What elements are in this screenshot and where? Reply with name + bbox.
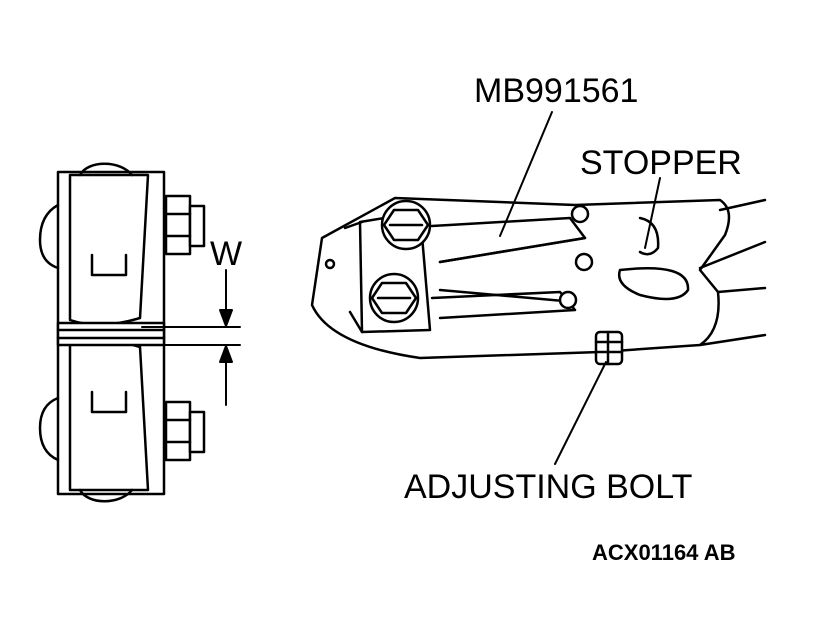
adjusting-bolt-label: ADJUSTING BOLT	[404, 468, 693, 506]
gap-w-label: W	[210, 235, 243, 273]
bracket-edge	[343, 220, 364, 334]
handle-upper-edge2	[698, 240, 767, 270]
pin-middle	[574, 252, 594, 272]
figure-code: ACX01164 AB	[592, 540, 736, 565]
ball-joint-side-view	[38, 162, 206, 503]
upper-cup-top	[78, 162, 134, 177]
upper-bolt-head	[380, 199, 432, 251]
stopper-leader	[644, 177, 661, 249]
lower-nut	[164, 400, 192, 462]
tool-number-label: MB991561	[474, 72, 639, 110]
w-arrow-bottom-head	[219, 345, 233, 363]
upper-cup	[68, 173, 150, 326]
tool-assembly	[310, 196, 767, 366]
lower-bolt-head	[368, 272, 420, 324]
tool-leader	[499, 111, 553, 237]
leader-lines	[499, 111, 661, 465]
lower-cup	[68, 339, 150, 492]
gap-band	[56, 321, 166, 347]
stopper-label: STOPPER	[580, 144, 742, 182]
w-dimension	[141, 269, 241, 406]
pin-upper	[570, 204, 590, 224]
adjusting-bolt	[594, 330, 624, 366]
handle-lower-edge	[716, 286, 767, 294]
stopper-slot	[617, 266, 690, 301]
lower-stud	[188, 410, 206, 454]
handle-upper-edge	[718, 198, 767, 212]
w-arrow-top-head	[219, 309, 233, 327]
jaw-hole	[324, 258, 336, 270]
lower-side-bump	[38, 396, 60, 462]
lower-cup-bottom	[78, 488, 134, 503]
arm-inner-lines	[438, 236, 587, 304]
upper-side-bump	[38, 203, 60, 270]
upper-cup-notch	[90, 253, 128, 277]
pin-lower	[558, 290, 578, 310]
adjusting-bolt-leader	[554, 361, 607, 465]
upper-stud	[188, 204, 206, 248]
upper-nut	[164, 194, 192, 256]
lower-cup-notch	[90, 390, 128, 414]
handle-lower-edge2	[698, 333, 767, 347]
